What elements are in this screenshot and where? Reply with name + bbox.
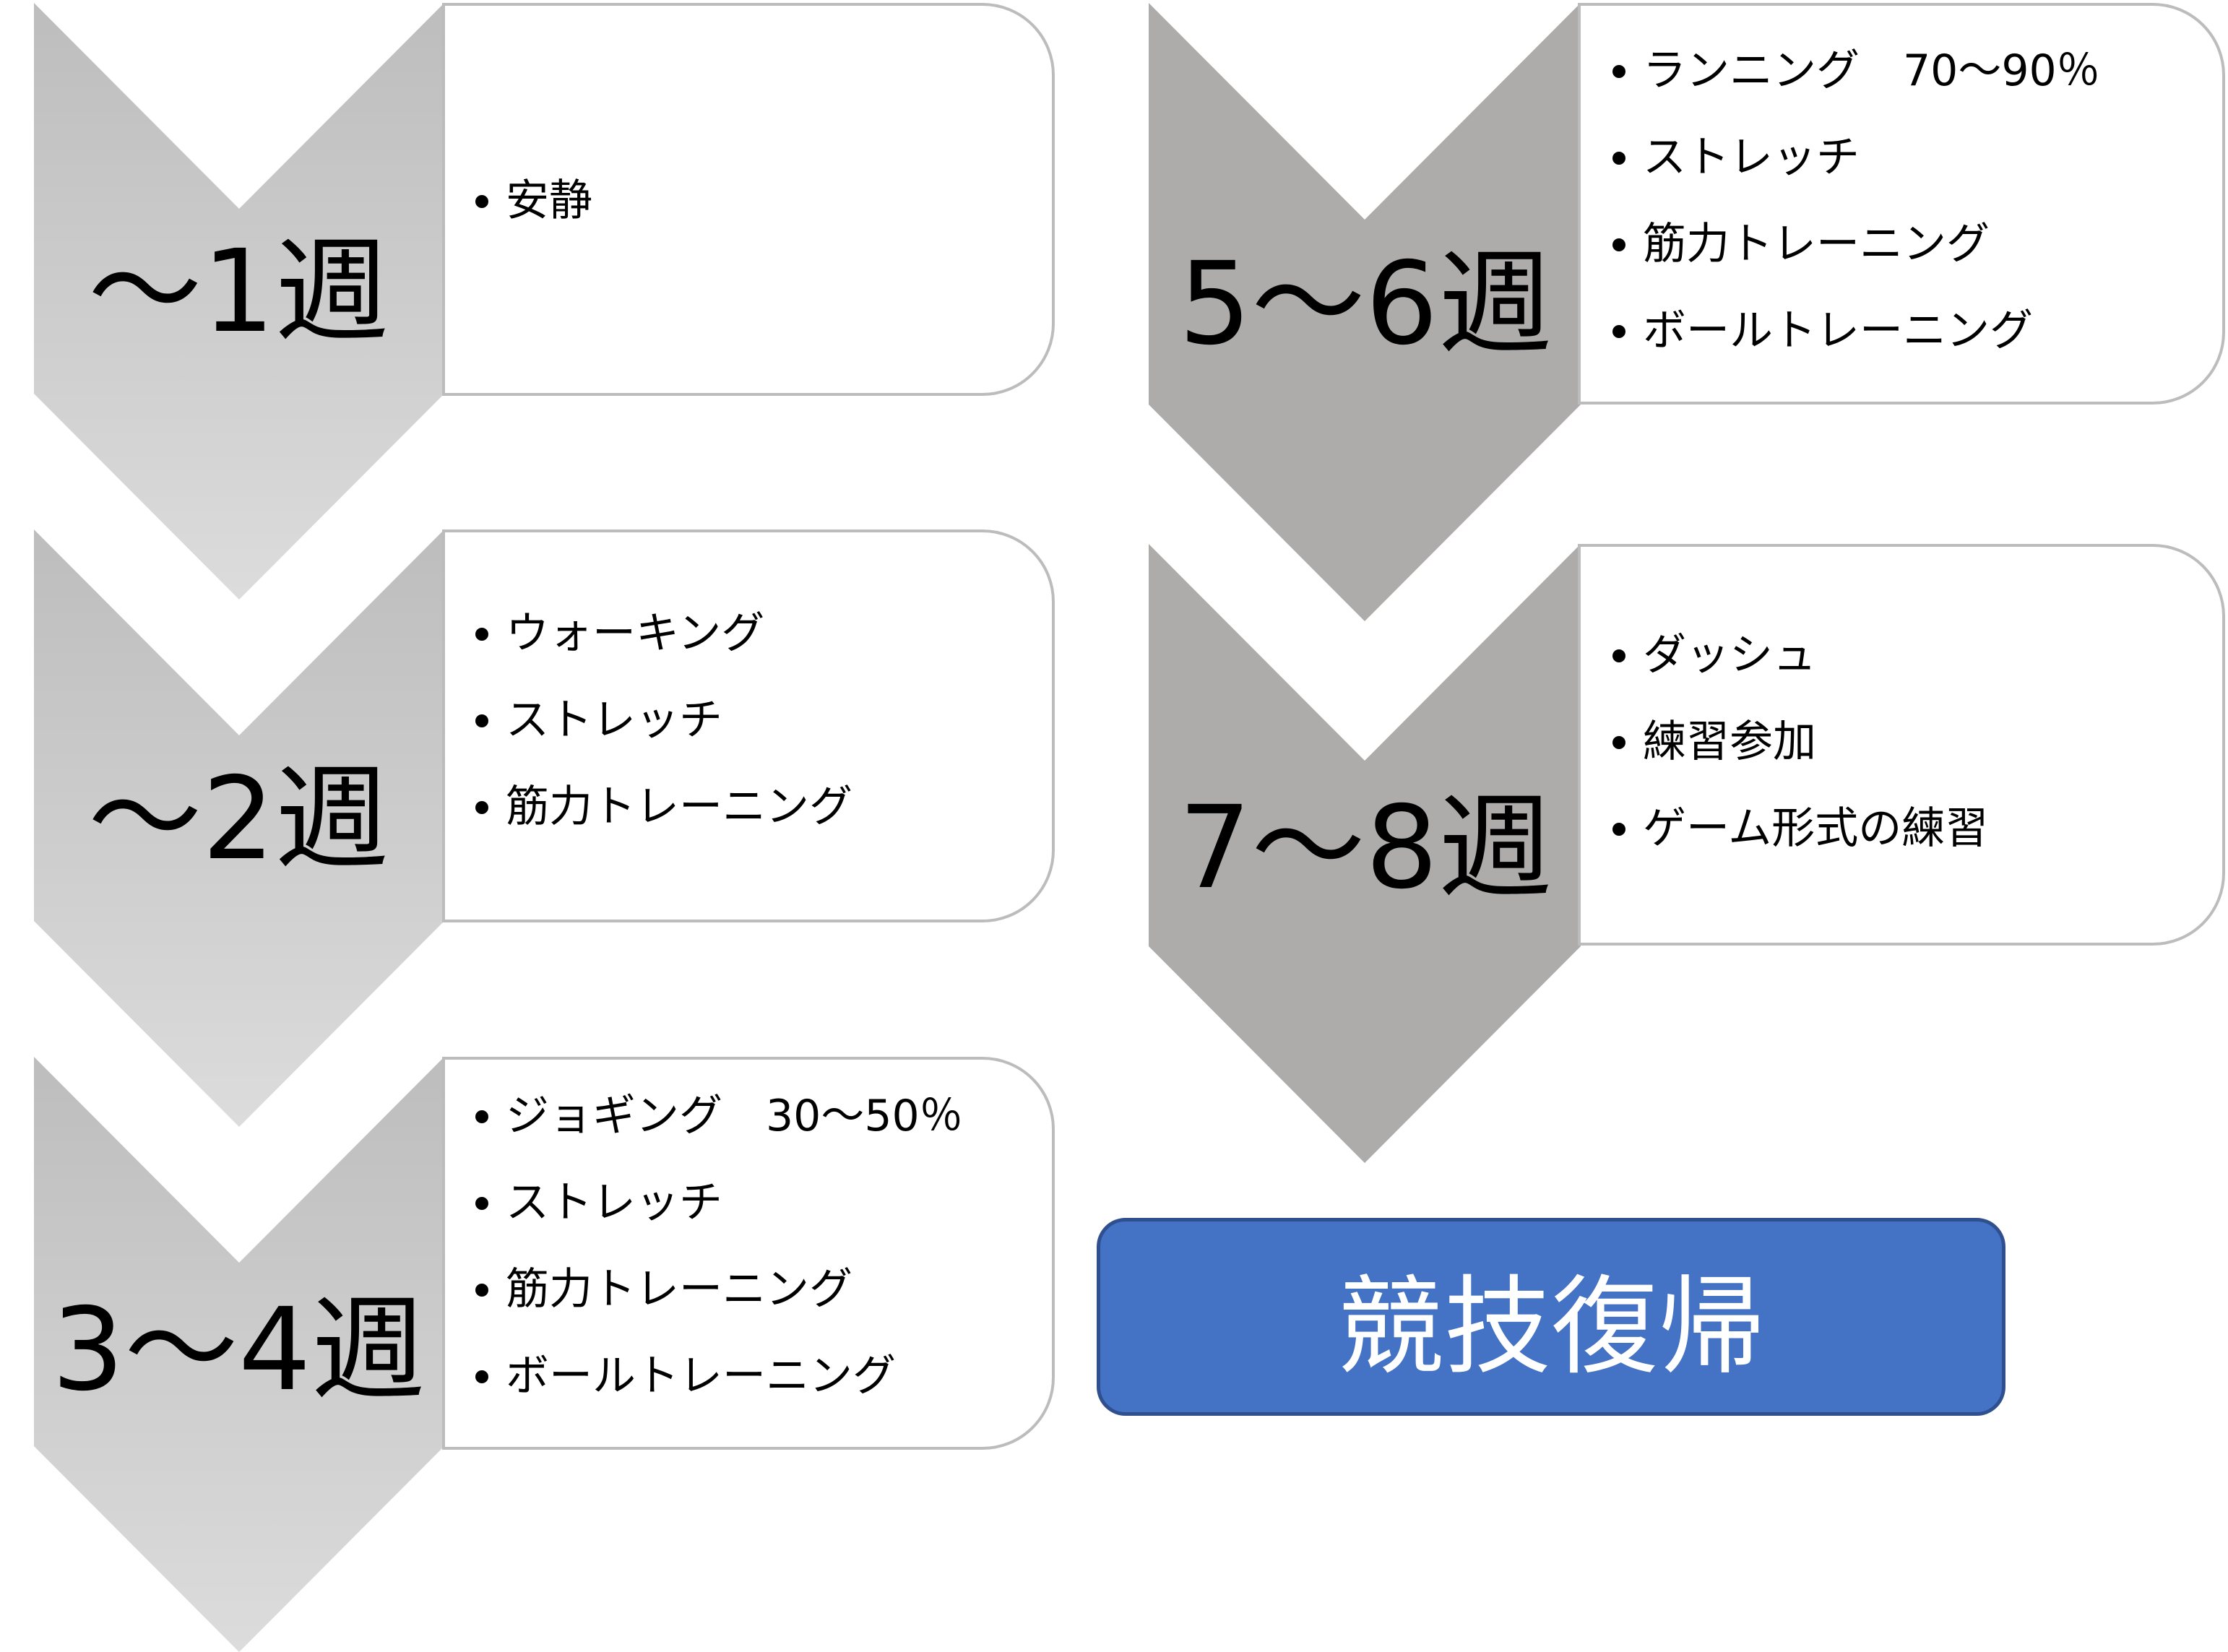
stage-2-list: ウォーキング ストレッチ 筋力トレーニング <box>445 532 1052 850</box>
stage-2-label: 〜2週 <box>87 753 389 886</box>
stage-3-label: 3〜4週 <box>51 1284 426 1417</box>
stage-1-box: 安静 <box>442 3 1055 396</box>
stage-1-list: 安静 <box>445 6 1052 244</box>
stage-4-label: 5〜6週 <box>1178 238 1553 371</box>
return-to-sport-button[interactable]: 競技復帰 <box>1097 1218 2005 1416</box>
stage-2-item: ストレッチ <box>475 677 1082 764</box>
stage-5-item: ダッシュ <box>1612 612 2228 699</box>
stage-3-item: ボールトレーニング <box>475 1333 1082 1419</box>
stage-5-chevron <box>1149 544 1581 1163</box>
stage-1-chevron <box>34 3 444 600</box>
stage-4-item: ランニング 70〜90％ <box>1612 27 2228 114</box>
stage-2-box: ウォーキング ストレッチ 筋力トレーニング <box>442 529 1055 922</box>
stage-4-box: ランニング 70〜90％ ストレッチ 筋力トレーニング ボールトレーニング <box>1578 3 2225 405</box>
stage-4-chevron <box>1149 3 1581 621</box>
stage-2-item: ウォーキング <box>475 590 1082 677</box>
stage-3-item: ジョギング 30〜50％ <box>475 1073 1082 1159</box>
stage-3-item: ストレッチ <box>475 1159 1082 1246</box>
stage-3-item: 筋力トレーニング <box>475 1246 1082 1333</box>
stage-4-list: ランニング 70〜90％ ストレッチ 筋力トレーニング ボールトレーニング <box>1581 6 2222 374</box>
stage-1-item: 安静 <box>475 157 1082 244</box>
stage-2-chevron <box>34 529 444 1127</box>
stage-5-label: 7〜8週 <box>1178 782 1553 914</box>
stage-4-item: ストレッチ <box>1612 114 2228 201</box>
stage-5-item: 練習参加 <box>1612 699 2228 785</box>
stage-4-item: ボールトレーニング <box>1612 287 2228 374</box>
stage-2-item: 筋力トレーニング <box>475 764 1082 850</box>
stage-3-list: ジョギング 30〜50％ ストレッチ 筋力トレーニング ボールトレーニング <box>445 1060 1052 1419</box>
stage-3-chevron <box>34 1057 444 1652</box>
return-to-sport-label: 競技復帰 <box>1337 1264 1765 1389</box>
stage-5-list: ダッシュ 練習参加 ゲーム形式の練習 <box>1581 547 2222 872</box>
stage-3-box: ジョギング 30〜50％ ストレッチ 筋力トレーニング ボールトレーニング <box>442 1057 1055 1450</box>
stage-5-box: ダッシュ 練習参加 ゲーム形式の練習 <box>1578 544 2225 946</box>
stage-4-item: 筋力トレーニング <box>1612 201 2228 287</box>
stage-1-label: 〜1週 <box>87 225 389 358</box>
stage-5-item: ゲーム形式の練習 <box>1612 785 2228 872</box>
